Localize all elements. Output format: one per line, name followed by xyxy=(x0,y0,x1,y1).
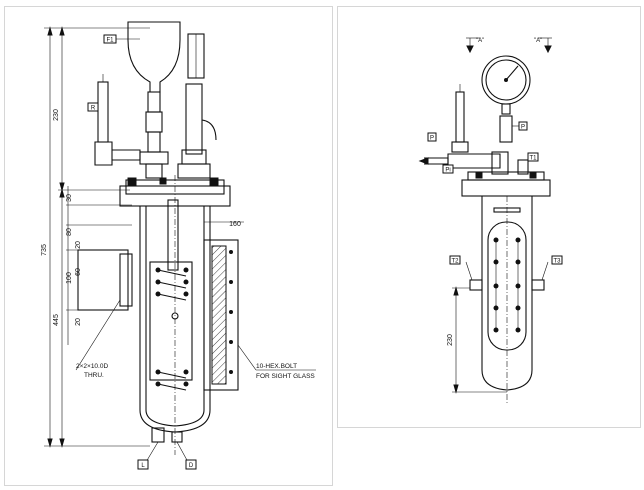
hole-note-line1: 2×2×10.0D xyxy=(76,363,108,370)
right-view-panel xyxy=(337,6,641,428)
dim-230: 230 xyxy=(53,109,60,121)
tag-t-right: T3 xyxy=(553,259,561,265)
dim-445: 445 xyxy=(53,314,60,326)
tag-t1: T1 xyxy=(529,156,537,162)
tag-p-gauge: P xyxy=(521,125,525,131)
sight-glass: 160 xyxy=(203,221,244,391)
section-mark-left: "A" xyxy=(476,38,484,44)
left-instrument: P Pi T1 xyxy=(418,84,539,175)
mounting-bracket xyxy=(77,249,129,311)
bolt-note: 10-HEX.BOLT FOR SIGHT GLASS xyxy=(237,344,316,380)
tag-t-left: T2 xyxy=(451,259,459,265)
bolt-note-line2: FOR SIGHT GLASS xyxy=(256,373,315,380)
flange-dimensions: 30 80 20 100 60 20 xyxy=(66,186,132,345)
dim-80: 80 xyxy=(66,228,73,236)
section-mark-right: "A" xyxy=(534,38,542,44)
heating-coils xyxy=(149,261,193,391)
section-marks: "A" "A" xyxy=(466,37,552,54)
right-view: "A" "A" P xyxy=(418,37,563,405)
tag-r: R xyxy=(91,106,96,112)
tag-d: D xyxy=(189,463,194,469)
section-dimensions: 230 445 xyxy=(53,26,130,448)
right-vessel-body xyxy=(481,196,533,405)
bolt-note-line1: 10-HEX.BOLT xyxy=(256,363,297,370)
dim-735: 735 xyxy=(41,244,48,256)
right-top-flange xyxy=(461,171,551,197)
dim-20-bottom: 20 xyxy=(75,318,82,326)
side-nozzles: T2 T3 xyxy=(449,255,563,291)
bracket-plate xyxy=(119,253,133,307)
tag-p-left: P xyxy=(430,136,434,142)
hole-note: 2×2×10.0D THRU. xyxy=(75,299,121,379)
dim-100: 100 xyxy=(66,272,73,284)
feed-funnel: F1 xyxy=(103,21,205,93)
tag-f1: F1 xyxy=(106,38,114,44)
hole-note-line2: THRU. xyxy=(84,372,104,379)
pressure-gauge: P xyxy=(481,55,531,143)
dim-30: 30 xyxy=(66,194,73,202)
overall-dimension: 735 xyxy=(41,26,150,448)
left-view: 735 230 445 30 80 xyxy=(41,21,316,470)
right-dimension-230: 230 xyxy=(447,286,507,394)
bottom-outlet: L D xyxy=(137,427,197,470)
dim-230-right: 230 xyxy=(447,334,454,346)
dim-160: 160 xyxy=(229,221,241,228)
valve-stack xyxy=(139,83,217,179)
tag-l: L xyxy=(141,463,145,469)
tag-pi-left: Pi xyxy=(445,168,450,174)
dim-20-top: 20 xyxy=(75,241,82,249)
flow-meter: R xyxy=(87,74,141,166)
